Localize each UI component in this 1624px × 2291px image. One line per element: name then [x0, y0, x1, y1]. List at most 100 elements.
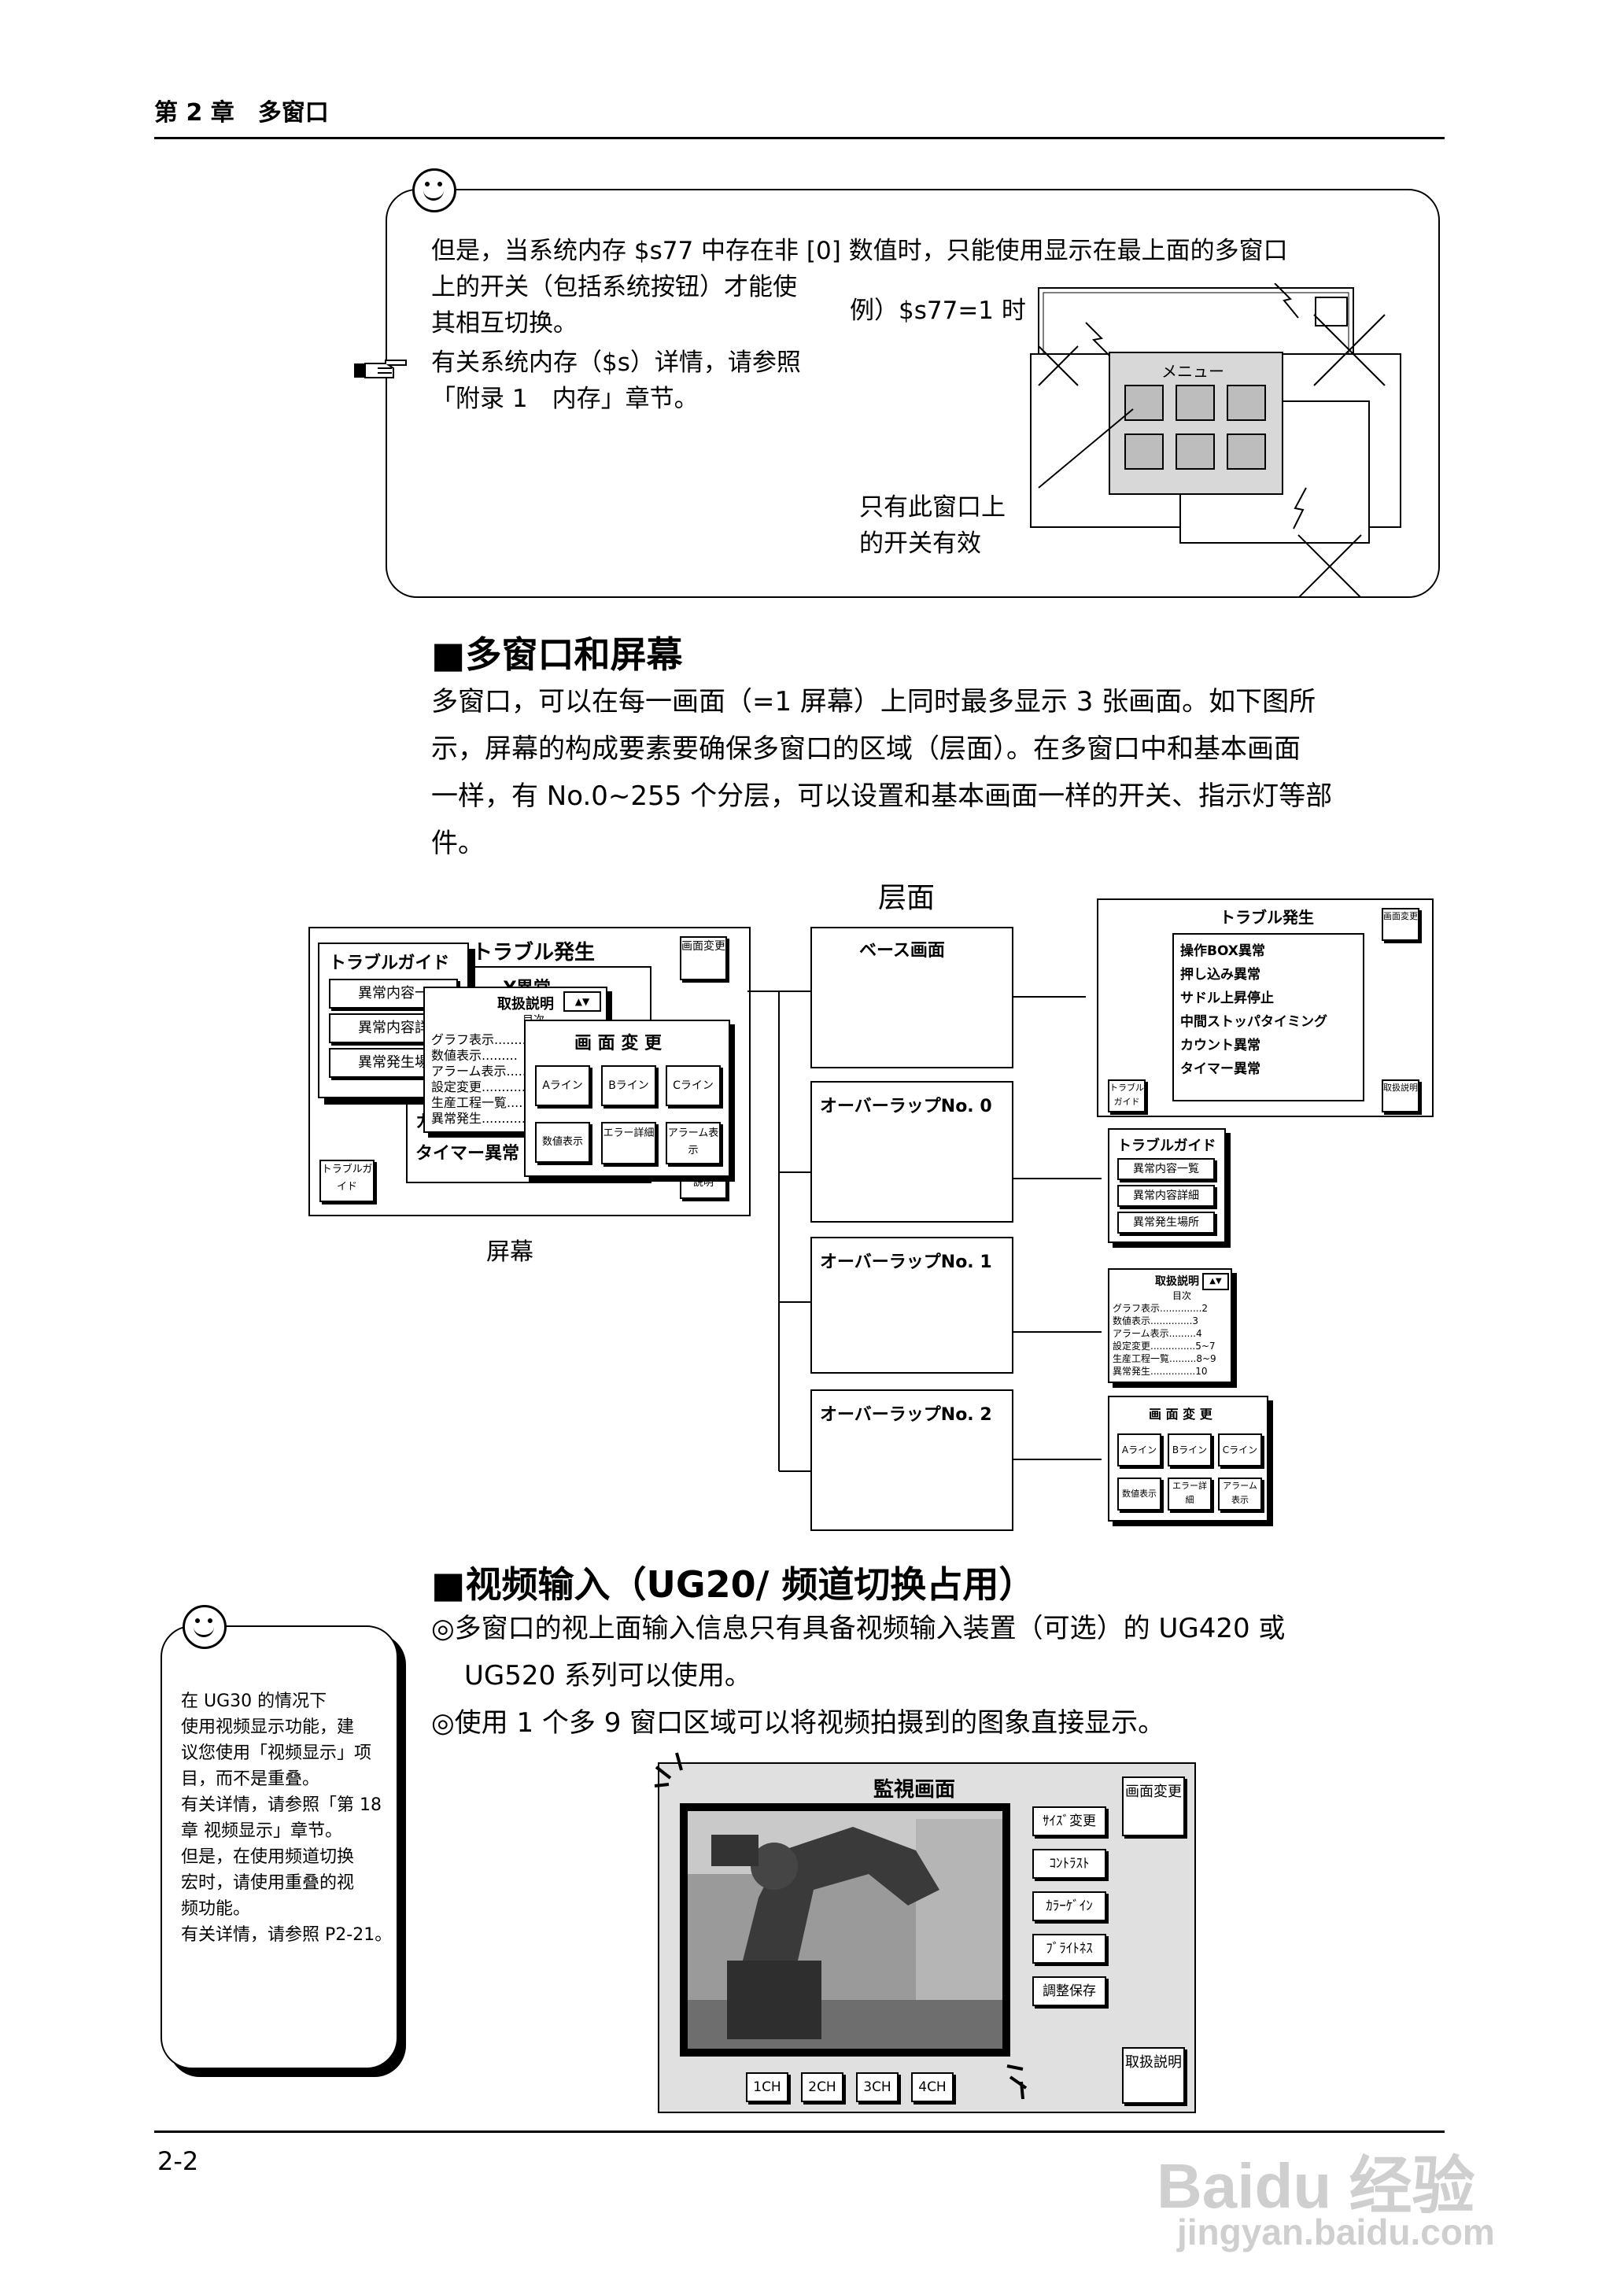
header-rule — [154, 137, 1445, 139]
section1-para-4: 件。 — [431, 828, 485, 859]
composite-change-error[interactable]: エラー詳細 — [601, 1122, 656, 1164]
overlap-manual-item-1: グラフ表示..............2 — [1113, 1303, 1209, 1314]
base-screen-change-button[interactable]: 画面変更 — [1382, 908, 1419, 941]
chapter-header: 第 2 章 多窗口 — [154, 99, 329, 127]
overlap-guide-item-1[interactable]: 異常内容一覧 — [1117, 1158, 1215, 1180]
color-gain-button[interactable]: ｶﾗｰｹﾞｲﾝ — [1032, 1891, 1106, 1921]
composite-change-alarm[interactable]: アラーム表示 — [666, 1122, 721, 1164]
layer-overlap-2: オーバーラップNo. 2 — [810, 1389, 1013, 1531]
menu-window-label: メニュー — [1161, 362, 1224, 381]
composite-change-a-line[interactable]: Aライン — [535, 1065, 590, 1106]
overlap-change-b-line[interactable]: Bライン — [1168, 1433, 1212, 1466]
side-note-box — [161, 1625, 398, 2069]
side-note-line-6: 章 视频显示」章节。 — [181, 1821, 342, 1841]
composite-base-title: トラブル発生 — [472, 941, 596, 965]
overlap-manual-window: 取扱説明 目次 ▲▼ グラフ表示..............2 数値表示....… — [1108, 1268, 1232, 1383]
layer-overlap-0-label: オーバーラップNo. 0 — [820, 1097, 992, 1116]
overlap-change-c-line[interactable]: Cライン — [1218, 1433, 1262, 1466]
layer-overlap-1: オーバーラップNo. 1 — [810, 1237, 1013, 1374]
size-change-button[interactable]: ｻｲｽﾞ変更 — [1032, 1806, 1106, 1836]
base-item-1: 操作BOX異常 — [1180, 943, 1265, 959]
composite-change-b-line[interactable]: Bライン — [601, 1065, 656, 1106]
composite-manual-item-3: アラーム表示..... — [431, 1064, 526, 1079]
base-screen-title: トラブル発生 — [1220, 908, 1314, 927]
save-adjust-button[interactable]: 調整保存 — [1032, 1976, 1106, 2006]
smiley-icon — [412, 168, 456, 212]
composite-manual-item-1: グラフ表示........ — [431, 1032, 526, 1047]
section1-para-3: 一样，有 No.0~255 个分层，可以设置和基本画面一样的开关、指示灯等部 — [431, 780, 1333, 812]
channel-3-button[interactable]: 3CH — [856, 2072, 899, 2102]
pointing-hand-icon — [354, 357, 409, 381]
channel-4-button[interactable]: 4CH — [911, 2072, 954, 2102]
base-screen-guide-button[interactable]: トラブルガイド — [1108, 1079, 1146, 1112]
base-item-6: タイマー異常 — [1180, 1061, 1260, 1077]
overlap-manual-item-5: 生産工程一覧.........8~9 — [1113, 1353, 1216, 1364]
overlap-manual-item-2: 数値表示..............3 — [1113, 1315, 1199, 1326]
overlap-change-numeric[interactable]: 数値表示 — [1117, 1478, 1161, 1511]
note-line-2: 上的开关（包括系统按钮）才能使 — [431, 273, 797, 301]
base-screen-list: 操作BOX異常 押し込み異常 サドル上昇停止 中間ストッパタイミング カウント異… — [1172, 933, 1364, 1101]
layer-overlap-2-label: オーバーラップNo. 2 — [820, 1405, 992, 1425]
overlap-scroll-arrows-icon[interactable]: ▲▼ — [1202, 1273, 1229, 1290]
base-item-2: 押し込み異常 — [1180, 967, 1260, 983]
page-number: 2-2 — [157, 2146, 199, 2176]
side-note-line-9: 频功能。 — [181, 1899, 251, 1919]
side-smiley-icon — [183, 1605, 227, 1649]
screen-caption: 屏幕 — [486, 1238, 533, 1266]
layer-overlap-0: オーバーラップNo. 0 — [810, 1081, 1013, 1223]
layer-base-label: ベース画面 — [859, 941, 945, 961]
note-line-1: 但是，当系统内存 $s77 中存在非 [0] 数值时，只能使用显示在最上面的多窗… — [431, 237, 1288, 265]
base-screen-manual-button[interactable]: 取扱説明 — [1382, 1079, 1419, 1112]
overlap-guide-item-2[interactable]: 異常内容詳細 — [1117, 1185, 1215, 1207]
caption-line-1: 只有此窗口上 — [859, 493, 1006, 522]
section2-bullet-3: ◎使用 1 个多 9 窗口区域可以将视频拍摄到的图象直接显示。 — [431, 1707, 1165, 1739]
note-line-3: 其相互切换。 — [431, 309, 578, 338]
overlap-guide-item-3[interactable]: 異常発生場所 — [1117, 1212, 1215, 1234]
scroll-arrows-icon[interactable]: ▲▼ — [563, 991, 601, 1012]
overlap-change-title: 画 面 変 更 — [1149, 1407, 1212, 1422]
base-item-3: サドル上昇停止 — [1180, 991, 1274, 1006]
composite-manual-item-2: 数値表示......... — [431, 1048, 518, 1063]
video-frame — [680, 1803, 1010, 2057]
side-note-line-2: 使用视频显示功能，建 — [181, 1717, 355, 1737]
composite-change-numeric[interactable]: 数値表示 — [535, 1122, 590, 1163]
layer-overlap-1-label: オーバーラップNo. 1 — [820, 1252, 992, 1272]
side-note-line-1: 在 UG30 的情况下 — [181, 1692, 327, 1711]
monitor-manual-button[interactable]: 取扱説明 — [1122, 2047, 1185, 2104]
overlap-change-error[interactable]: エラー詳細 — [1168, 1478, 1212, 1511]
composite-trouble-guide-button[interactable]: トラブルガイド — [319, 1160, 375, 1202]
base-item-4: 中間ストッパタイミング — [1180, 1014, 1327, 1030]
contrast-button[interactable]: ｺﾝﾄﾗｽﾄ — [1032, 1849, 1106, 1879]
corner-marks-bottom-icon — [999, 2053, 1046, 2101]
channel-1-button[interactable]: 1CH — [746, 2072, 788, 2102]
overlap-change-window: 画 面 変 更 Aライン Bライン Cライン 数値表示 エラー詳細 アラーム表示 — [1108, 1396, 1268, 1522]
overlap-change-alarm[interactable]: アラーム表示 — [1218, 1478, 1262, 1511]
side-note-line-8: 宏时，请使用重叠的视 — [181, 1873, 355, 1893]
example-label: 例）$s77=1 时 — [850, 297, 1026, 325]
side-note-line-4: 目，而不是重叠。 — [181, 1769, 320, 1789]
base-screen: トラブル発生 画面変更 操作BOX異常 押し込み異常 サドル上昇停止 中間ストッ… — [1097, 898, 1434, 1117]
channel-2-button[interactable]: 2CH — [801, 2072, 843, 2102]
monitor-screen-change-button[interactable]: 画面変更 — [1122, 1776, 1185, 1836]
window-stack-illustration — [976, 282, 1416, 599]
overlap-manual-item-6: 異常発生...............10 — [1113, 1366, 1208, 1377]
baidu-watermark-url: jingyan.baidu.com — [1177, 2212, 1495, 2252]
section-title-video: ■视频输入（UG20/ 频道切换占用） — [431, 1563, 1035, 1606]
composite-change-title: 画 面 変 更 — [574, 1034, 662, 1053]
section2-bullet-1: ◎多窗口的视上面输入信息只有具备视频输入装置（可选）的 UG420 或 — [431, 1613, 1286, 1644]
overlap-change-a-line[interactable]: Aライン — [1117, 1433, 1161, 1466]
layer-base: ベース画面 — [810, 927, 1013, 1068]
section1-para-1: 多窗口，可以在每一画面（=1 屏幕）上同时最多显示 3 张画面。如下图所 — [431, 686, 1316, 718]
note-box — [386, 189, 1440, 598]
composite-change-window: 画 面 変 更 Aライン Bライン Cライン 数値表示 エラー詳細 アラーム表示 — [524, 1020, 730, 1177]
composite-change-c-line[interactable]: Cライン — [666, 1065, 721, 1106]
composite-screen-change-button[interactable]: 画面変更 — [680, 936, 727, 980]
layer-title: 层面 — [878, 882, 936, 914]
robot-arm-video-image — [688, 1811, 1002, 2049]
composite-guide-title: トラブルガイド — [329, 954, 450, 973]
composite-manual-item-4: 設定変更........... — [431, 1079, 526, 1094]
composite-manual-item-6: 異常発生........... — [431, 1111, 526, 1126]
footer-rule — [154, 2131, 1445, 2133]
side-note-line-3: 议您使用「视频显示」项 — [181, 1743, 372, 1763]
brightness-button[interactable]: ﾌﾞﾗｲﾄﾈｽ — [1032, 1934, 1106, 1964]
